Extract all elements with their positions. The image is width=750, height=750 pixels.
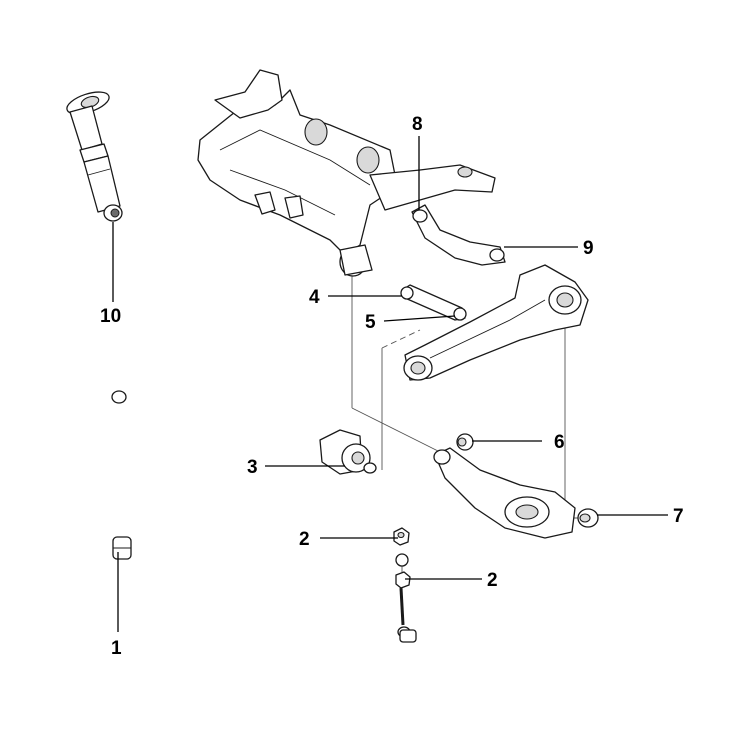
callout-10: 10 xyxy=(100,306,121,327)
callout-9: 9 xyxy=(583,238,594,259)
stabilizer-bar xyxy=(83,390,409,628)
callout-4: 4 xyxy=(309,287,320,308)
bushing-6 xyxy=(456,433,474,451)
shock-absorber xyxy=(66,91,123,222)
callout-1: 1 xyxy=(111,638,122,659)
trailing-arm xyxy=(403,264,589,381)
upper-control-arm xyxy=(411,204,506,266)
callout-8: 8 xyxy=(412,114,423,135)
leader-lines xyxy=(112,136,668,632)
rear-subframe xyxy=(197,69,496,277)
callout-3: 3 xyxy=(247,457,258,478)
callout-labels: 1 2 2 3 4 5 6 7 8 9 10 xyxy=(100,114,684,659)
bushing-7 xyxy=(577,508,599,528)
callout-6: 6 xyxy=(554,432,565,453)
callout-2-nut: 2 xyxy=(299,529,310,550)
callout-2-link: 2 xyxy=(487,570,498,591)
subframe-bushing xyxy=(319,429,377,475)
stabilizer-link xyxy=(393,527,417,643)
lower-control-arm xyxy=(433,447,576,539)
callout-5: 5 xyxy=(365,312,376,333)
callout-7: 7 xyxy=(673,506,684,527)
toe-link xyxy=(400,284,467,321)
